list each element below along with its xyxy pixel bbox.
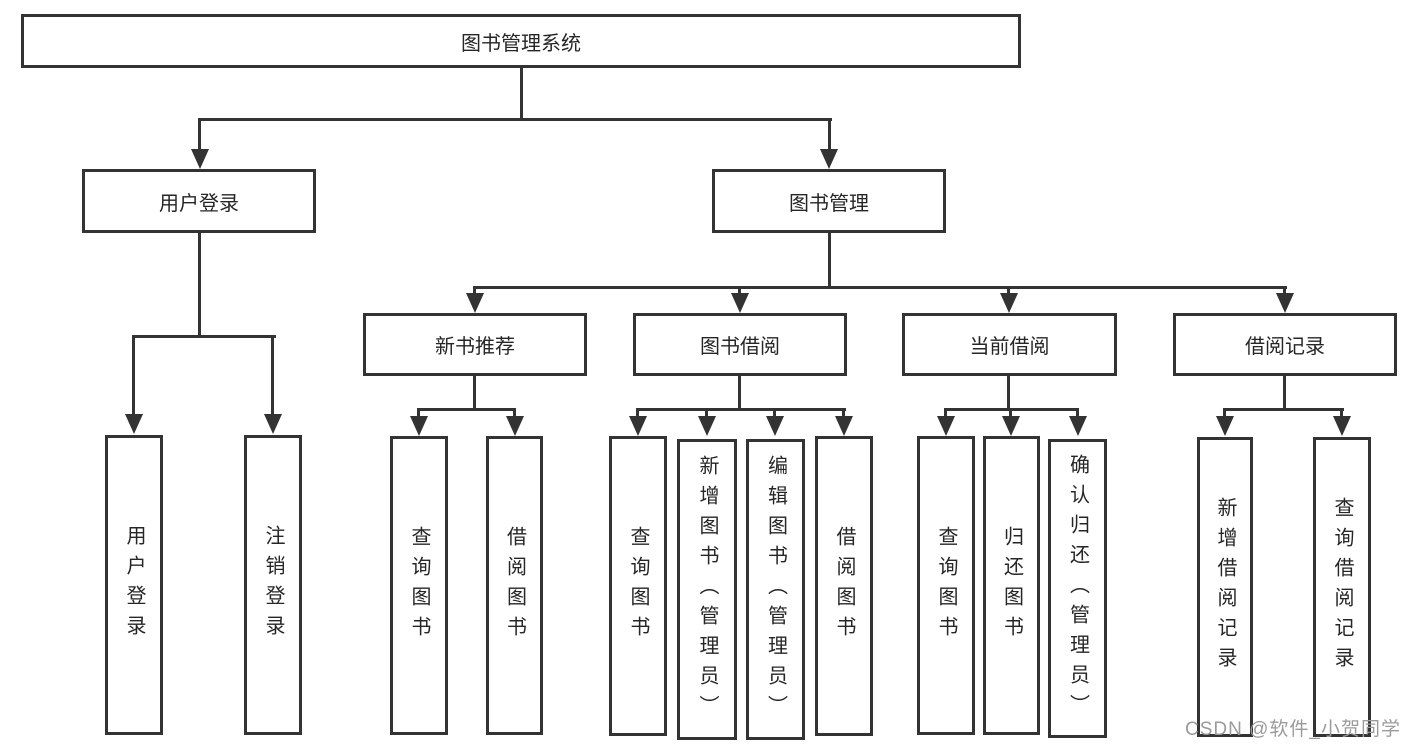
leaf-bb-borrow-books: 借阅图书 xyxy=(815,436,873,736)
leaf-cb-query-books: 查询图书 xyxy=(917,436,975,735)
node-new-book-recommend: 新书推荐 xyxy=(363,313,587,376)
arrowhead-cb-return xyxy=(1002,416,1020,436)
node-book-borrowing: 图书借阅 xyxy=(633,313,847,376)
node-label: 图书借阅 xyxy=(700,336,780,358)
arrowhead-cb-confirm xyxy=(1069,416,1087,436)
arrowhead-br-add xyxy=(1216,416,1234,436)
leaf-nbr-borrow-books: 借阅图书 xyxy=(486,436,543,735)
leaf-label: 注销登录 xyxy=(262,525,284,645)
connector-drop-cb-return xyxy=(1009,408,1012,416)
connector-drop-bb-borrow xyxy=(842,408,845,416)
connector-root-bar xyxy=(198,118,832,121)
arrowhead-bb-query xyxy=(629,416,647,436)
arrowhead-leaf-logout xyxy=(264,414,282,434)
leaf-label: 借阅图书 xyxy=(503,525,526,646)
arrowhead-new-book-recommend xyxy=(466,293,484,313)
connector-nbr-bar xyxy=(417,408,516,411)
connector-bb-riser xyxy=(738,376,741,408)
node-borrow-records: 借阅记录 xyxy=(1173,313,1397,376)
node-label: 当前借阅 xyxy=(969,336,1050,358)
leaf-label: 查询图书 xyxy=(627,526,649,646)
connector-book-management-bar xyxy=(473,286,1287,289)
arrowhead-br-query xyxy=(1333,416,1351,436)
leaf-bb-edit-books-admin: 编辑图书（管理员） xyxy=(746,439,805,740)
leaf-label: 查询借阅记录 xyxy=(1331,497,1353,677)
leaf-label: 查询图书 xyxy=(408,525,430,646)
connector-book-management-riser xyxy=(828,233,831,286)
arrowhead-current-borrowing xyxy=(1000,293,1018,313)
leaf-user-login: 用户登录 xyxy=(105,435,163,735)
node-book-management: 图书管理 xyxy=(712,169,946,233)
csdn-watermark: CSDN @软件_小贺同学 xyxy=(1185,719,1401,740)
connector-drop-bb-query xyxy=(636,408,639,416)
arrowhead-nbr-borrow xyxy=(506,416,524,436)
arrowhead-borrow-records xyxy=(1276,293,1294,313)
leaf-bb-query-books: 查询图书 xyxy=(609,436,667,736)
leaf-cb-confirm-return-admin: 确认归还（管理员） xyxy=(1048,439,1107,738)
leaf-br-query-record: 查询借阅记录 xyxy=(1313,437,1371,737)
connector-drop-cb-confirm xyxy=(1076,408,1079,416)
leaf-label: 确认归还（管理员） xyxy=(1066,453,1089,724)
connector-br-bar xyxy=(1223,408,1344,411)
node-library-management-system: 图书管理系统 xyxy=(21,14,1021,68)
connector-drop-user-login xyxy=(198,118,201,149)
connector-root-riser xyxy=(520,67,523,118)
leaf-logout: 注销登录 xyxy=(244,435,302,735)
arrowhead-bb-edit xyxy=(766,416,784,436)
arrowhead-leaf-user-login xyxy=(125,414,143,434)
leaf-label: 新增借阅记录 xyxy=(1214,497,1236,677)
connector-drop-book-management xyxy=(828,118,831,149)
connector-nbr-riser xyxy=(473,376,476,408)
connector-drop-leaf-user-login xyxy=(132,335,135,414)
connector-bb-bar xyxy=(636,408,846,411)
leaf-label: 用户登录 xyxy=(123,525,145,645)
connector-drop-current-borrowing xyxy=(1007,286,1010,294)
connector-drop-br-add xyxy=(1223,408,1226,416)
node-label: 图书管理系统 xyxy=(461,32,581,55)
connector-drop-leaf-logout xyxy=(271,335,274,414)
connector-drop-nbr-query xyxy=(417,408,420,416)
connector-drop-new-book-recommend xyxy=(473,286,476,294)
connector-drop-br-query xyxy=(1340,408,1343,416)
arrowhead-bb-borrow xyxy=(835,416,853,436)
leaf-label: 编辑图书（管理员） xyxy=(764,454,787,725)
connector-drop-bb-edit xyxy=(773,408,776,416)
leaf-label: 归还图书 xyxy=(1000,525,1023,646)
connector-cb-riser xyxy=(1007,376,1010,408)
leaf-cb-return-books: 归还图书 xyxy=(983,436,1040,735)
node-user-login: 用户登录 xyxy=(82,169,316,233)
node-label: 用户登录 xyxy=(159,192,239,215)
connector-drop-bb-add xyxy=(705,408,708,416)
connector-drop-cb-query xyxy=(944,408,947,416)
node-label: 新书推荐 xyxy=(435,336,515,358)
leaf-label: 新增图书（管理员） xyxy=(696,454,718,725)
arrowhead-user-login xyxy=(191,149,209,169)
arrowhead-bb-add xyxy=(698,416,716,436)
leaf-br-add-record: 新增借阅记录 xyxy=(1197,437,1253,737)
connector-drop-borrow-records xyxy=(1283,286,1286,294)
connector-user-login-bar xyxy=(132,335,276,338)
connector-drop-book-borrowing xyxy=(738,286,741,294)
arrowhead-nbr-query xyxy=(410,416,428,436)
connector-user-login-riser xyxy=(198,233,201,335)
leaf-label: 借阅图书 xyxy=(833,526,855,646)
leaf-label: 查询图书 xyxy=(935,525,957,646)
connector-drop-nbr-borrow xyxy=(513,408,516,416)
leaf-nbr-query-books: 查询图书 xyxy=(390,436,448,735)
arrowhead-book-management xyxy=(820,149,838,169)
node-label: 借阅记录 xyxy=(1245,336,1325,358)
arrowhead-book-borrowing xyxy=(731,293,749,313)
arrowhead-cb-query xyxy=(937,416,955,436)
connector-br-riser xyxy=(1283,376,1286,408)
node-current-borrowing: 当前借阅 xyxy=(902,313,1117,376)
node-label: 图书管理 xyxy=(789,192,869,215)
leaf-bb-add-books-admin: 新增图书（管理员） xyxy=(677,439,737,740)
